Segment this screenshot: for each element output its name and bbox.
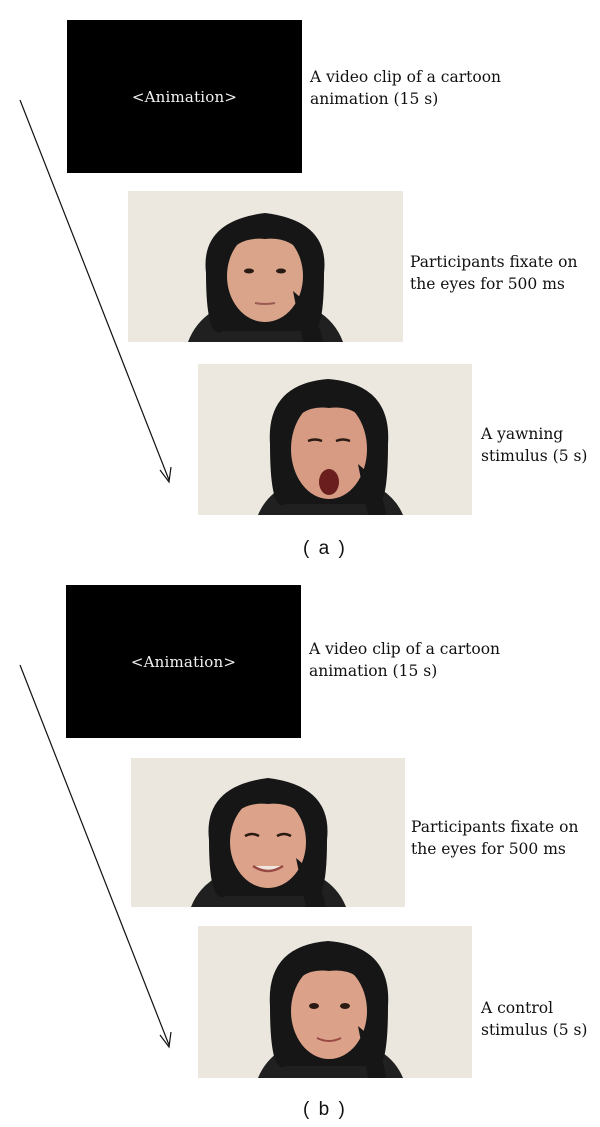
animation-frame: <Animation> [66, 585, 301, 738]
yawning-caption: A yawning stimulus (5 s) [481, 423, 587, 467]
panel-a: <Animation> A video clip of a cartoon an… [0, 0, 600, 560]
animation-caption: A video clip of a cartoon animation (15 … [309, 638, 500, 682]
fixation-caption: Participants fixate on the eyes for 500 … [410, 251, 577, 295]
yawning-stimulus-photo [198, 364, 472, 515]
panel-b: <Animation> A video clip of a cartoon an… [0, 565, 600, 1125]
caption-line: Participants fixate on [410, 253, 578, 271]
caption-line: animation (15 s) [309, 662, 438, 680]
caption-line: A video clip of a cartoon [310, 68, 502, 86]
animation-caption: A video clip of a cartoon animation (15 … [310, 66, 501, 110]
animation-frame: <Animation> [67, 20, 302, 173]
caption-line: stimulus (5 s) [481, 447, 588, 465]
caption-line: the eyes for 500 ms [410, 275, 565, 293]
caption-line: A video clip of a cartoon [309, 640, 501, 658]
caption-line: animation (15 s) [310, 90, 439, 108]
caption-line: A yawning [481, 425, 564, 443]
control-caption: A control stimulus (5 s) [481, 997, 587, 1041]
caption-line: Participants fixate on [411, 818, 579, 836]
animation-label: <Animation> [131, 87, 238, 106]
time-arrow [19, 664, 172, 1049]
animation-label: <Animation> [130, 652, 237, 671]
panel-label-a: ( a ) [303, 538, 347, 559]
fixation-caption: Participants fixate on the eyes for 500 … [411, 816, 578, 860]
fixation-photo [128, 191, 403, 342]
time-arrow [19, 99, 172, 484]
fixation-photo [131, 758, 405, 907]
control-stimulus-photo [198, 926, 472, 1078]
panel-label-b: ( b ) [303, 1099, 347, 1120]
caption-line: the eyes for 500 ms [411, 840, 566, 858]
caption-line: stimulus (5 s) [481, 1021, 588, 1039]
caption-line: A control [481, 999, 554, 1017]
